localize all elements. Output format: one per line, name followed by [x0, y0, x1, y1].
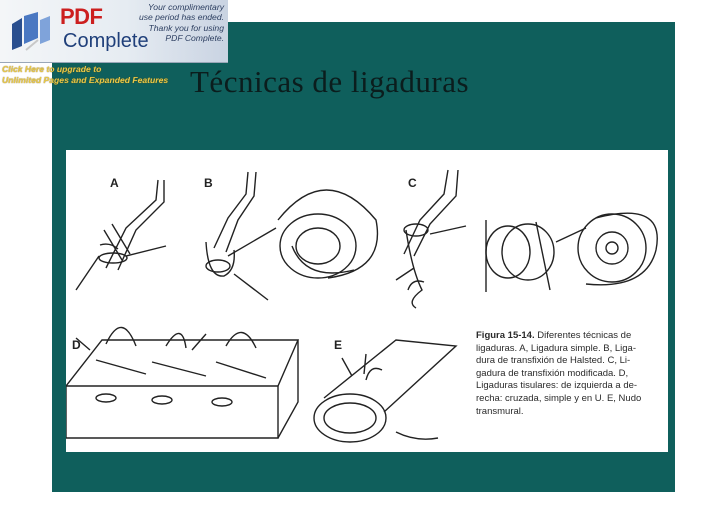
- promo-message: Your complimentary use period has ended.…: [118, 2, 224, 44]
- caption-line: transmural.: [476, 406, 524, 417]
- caption-line: gadura de transfixión modificada. D,: [476, 368, 628, 379]
- pdf-complete-logo-icon: [8, 10, 54, 54]
- pdf-complete-watermark[interactable]: PDF Complete Your complimentary use peri…: [0, 0, 228, 63]
- ligature-figure: A B C D E Figura 15-14. Diferentes técni…: [66, 150, 668, 452]
- caption-line: dura de transfixión de Halsted. C, Li-: [476, 355, 630, 366]
- panel-label-e: E: [334, 338, 342, 352]
- promo-line: Your complimentary: [118, 2, 224, 12]
- panel-label-d: D: [72, 338, 81, 352]
- figure-caption: Figura 15-14. Diferentes técnicas de lig…: [476, 330, 666, 418]
- pdf-logo-text: PDF: [60, 4, 103, 30]
- caption-line: Diferentes técnicas de: [537, 330, 631, 341]
- caption-line: Ligaduras tisulares: de izquierda a de-: [476, 380, 637, 391]
- promo-line: Thank you for using: [118, 23, 224, 33]
- upgrade-line: Click Here to upgrade to: [2, 64, 168, 75]
- panel-label-c: C: [408, 176, 417, 190]
- slide-title: Técnicas de ligaduras: [190, 64, 469, 100]
- upgrade-link[interactable]: Click Here to upgrade to Unlimited Pages…: [2, 64, 168, 86]
- panel-label-b: B: [204, 176, 213, 190]
- promo-line: PDF Complete.: [118, 33, 224, 43]
- caption-label: Figura 15-14.: [476, 330, 535, 341]
- promo-line: use period has ended.: [118, 12, 224, 22]
- upgrade-line: Unlimited Pages and Expanded Features: [2, 75, 168, 86]
- caption-line: recha: cruzada, simple y en U. E, Nudo: [476, 393, 641, 404]
- panel-label-a: A: [110, 176, 119, 190]
- caption-line: ligaduras. A, Ligadura simple. B, Liga-: [476, 343, 636, 354]
